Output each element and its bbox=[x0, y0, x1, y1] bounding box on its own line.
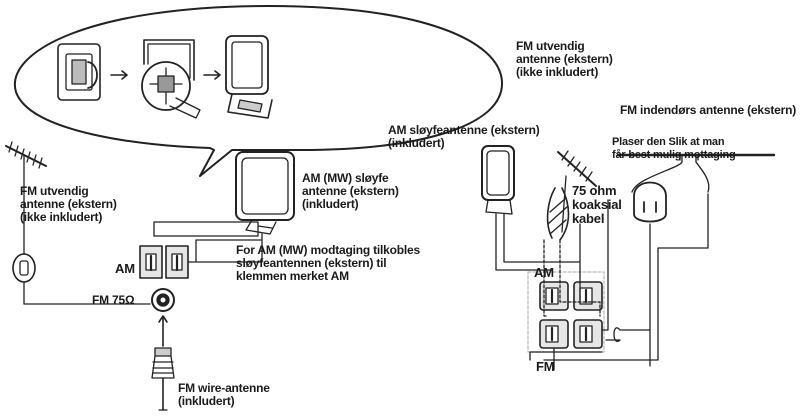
arrow-right-icon bbox=[110, 70, 128, 80]
am-terminal-label: AM bbox=[115, 261, 135, 276]
assembly-speech-bubble bbox=[13, 5, 504, 177]
placement-note: Plaser den Slik at man får best mulig mo… bbox=[612, 136, 736, 161]
assembly-step-3-icon bbox=[225, 35, 273, 119]
arrow-right-icon bbox=[203, 70, 221, 80]
fm-indoor-antenna-icon bbox=[616, 153, 776, 193]
fm-terminal-right-label: FM bbox=[536, 359, 555, 374]
assembly-step-1-icon bbox=[57, 43, 101, 101]
fm-wire-antenna-plug-icon bbox=[151, 347, 175, 411]
connection-wires-right bbox=[543, 193, 709, 367]
arrow-up-icon bbox=[158, 315, 168, 347]
coaxial-cable-label: 75 ohm koaksial kabel bbox=[572, 183, 622, 226]
terminal-block-right bbox=[527, 271, 605, 371]
am-terminal-right-label: AM bbox=[534, 265, 554, 280]
signal-adapter-icon bbox=[12, 253, 36, 283]
fm-outdoor-antenna-label: FM utvendig antenne (ekstern) (ikke inkl… bbox=[20, 184, 117, 224]
am-terminal-block-left bbox=[139, 221, 259, 279]
fm-indoor-antenna-label: FM indendørs antenne (ekstern) bbox=[620, 103, 797, 117]
fm-outdoor-antenna-icon bbox=[5, 141, 47, 217]
am-instruction-text: For AM (MW) modtaging tilkobles sløyfean… bbox=[236, 243, 421, 283]
assembly-step-2-icon bbox=[141, 39, 201, 119]
am-loop-antenna-icon bbox=[185, 151, 295, 263]
fm-75-ohm-jack-icon bbox=[151, 288, 175, 312]
am-loop-antenna-right-label: AM sløyfeantenne (ekstern) (inkludert) bbox=[388, 123, 540, 150]
coaxial-cable-icon bbox=[546, 187, 570, 241]
fm-cable-left bbox=[23, 215, 151, 305]
fm-indoor-antenna-plug-icon bbox=[633, 181, 667, 331]
am-loop-antenna-right-icon bbox=[481, 145, 581, 271]
am-loop-antenna-label: AM (MW) sløyfe antenne (ekstern) (inklud… bbox=[302, 171, 399, 211]
fm-75-ohm-terminal-label: FM 75Ω bbox=[92, 293, 135, 307]
fm-outdoor-antenna-right-label: FM utvendig antenne (ekstern) (ikke inkl… bbox=[516, 39, 613, 79]
fm-wire-antenna-label: FM wire-antenne (inkludert) bbox=[178, 381, 270, 408]
